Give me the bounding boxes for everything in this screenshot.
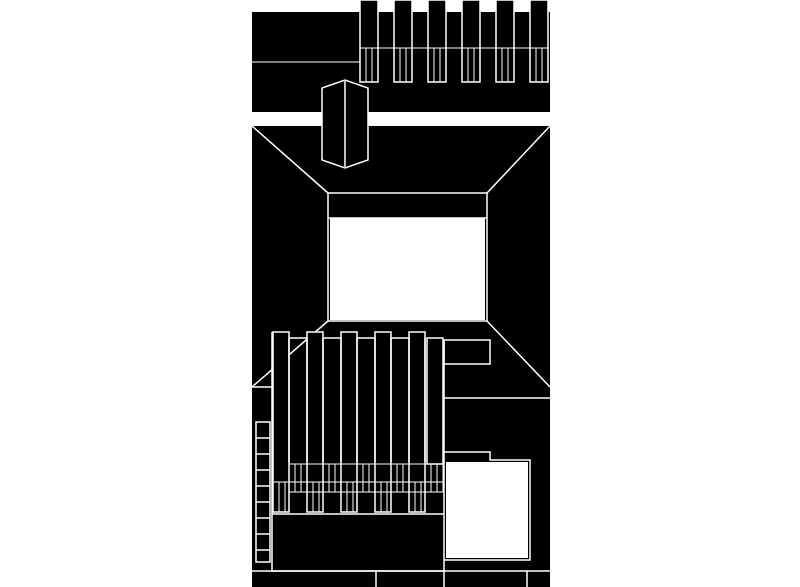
lower-tooth-separators [288, 337, 426, 462]
tooth [408, 331, 426, 513]
tooth [340, 331, 358, 513]
courtyard-opening [330, 218, 485, 320]
tooth [495, 0, 515, 83]
tooth [306, 331, 324, 513]
tooth [461, 0, 481, 83]
tooth [426, 337, 444, 465]
side-ladder [255, 421, 271, 563]
upper-tooth-inner-lines [252, 47, 548, 82]
lower-wing-frame [271, 332, 445, 572]
lower-courtyard-opening [446, 462, 528, 558]
tooth [529, 0, 549, 83]
tooth [393, 0, 413, 83]
tooth [272, 331, 290, 513]
lower-tooth-feet [273, 463, 444, 512]
tooth [427, 0, 447, 83]
tooth [359, 0, 379, 83]
upper-tooth-row [359, 0, 549, 83]
tooth [374, 331, 392, 513]
chimney [321, 79, 369, 169]
